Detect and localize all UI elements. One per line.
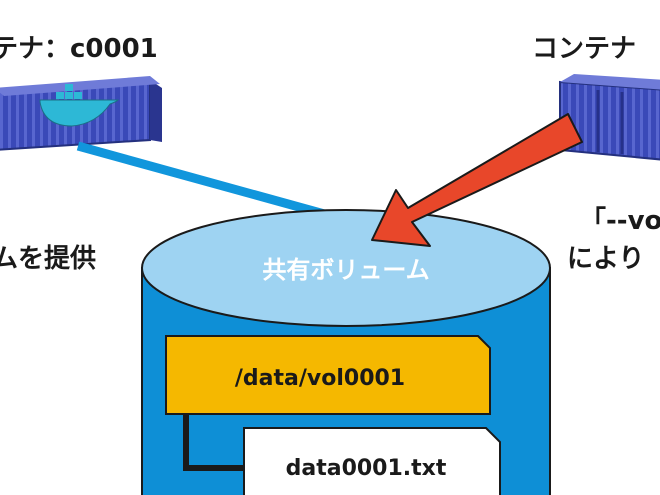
mount-arrow xyxy=(371,113,583,247)
left-container-icon xyxy=(0,76,162,151)
right-note-line1: 「--vo xyxy=(580,206,660,236)
mount-link-line xyxy=(76,141,348,225)
right-note-line2: により xyxy=(567,244,645,274)
right-container-title: コンテナ xyxy=(532,34,637,64)
tree-connector xyxy=(183,414,244,471)
volume-label: 共有ボリューム xyxy=(262,256,429,284)
left-note-line2: ムを提供 xyxy=(0,244,97,274)
folder-path-label: /data/vol0001 xyxy=(235,366,405,391)
right-container-icon xyxy=(559,74,660,161)
folder-icon: /data/vol0001 xyxy=(165,335,491,415)
docker-whale-icon xyxy=(39,84,120,127)
file-name-label: data0001.txt xyxy=(286,456,447,481)
left-container-title: テナ：c0001 xyxy=(0,34,158,64)
file-icon: data0001.txt xyxy=(243,427,501,495)
